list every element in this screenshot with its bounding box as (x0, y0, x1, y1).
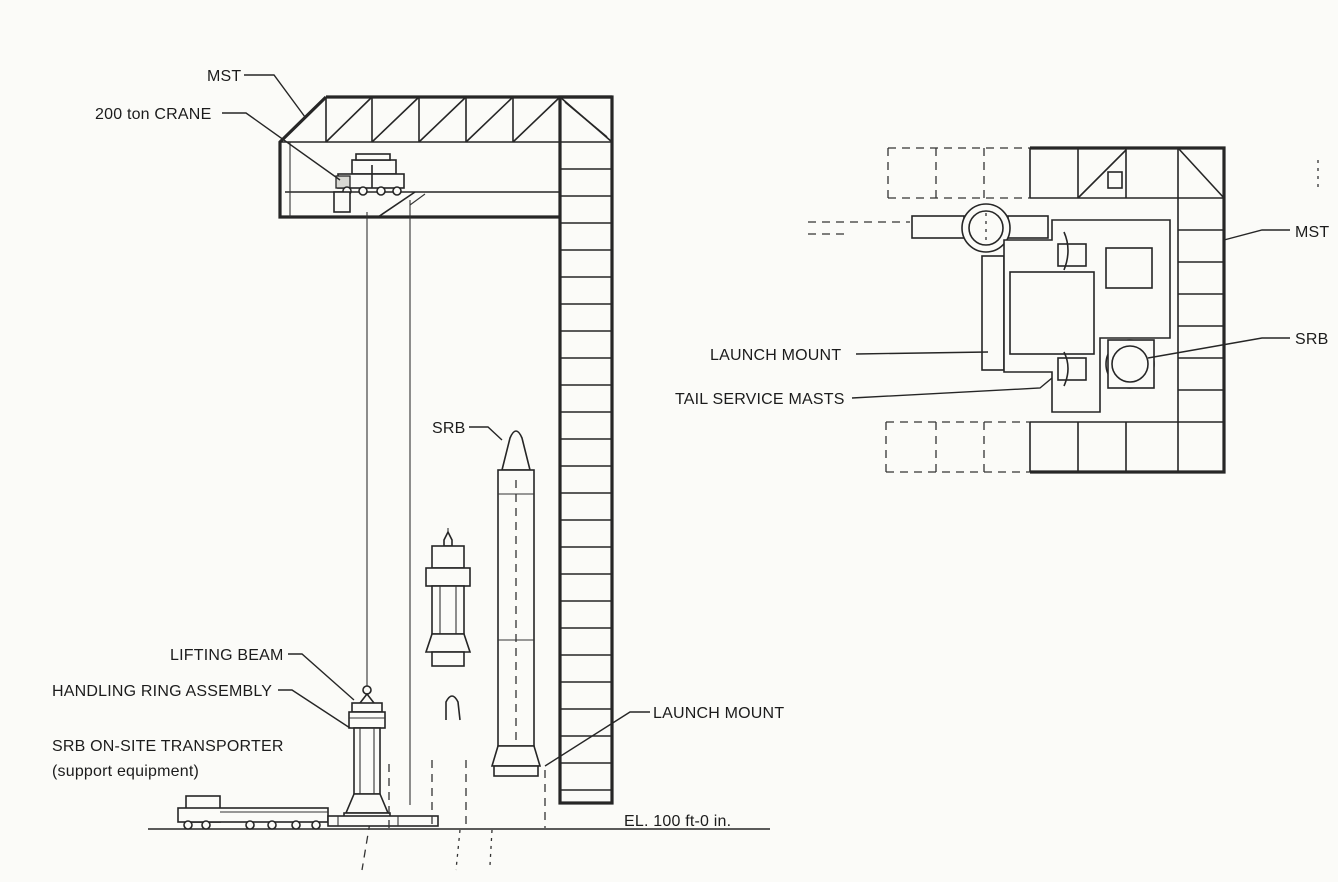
plan-leaders (851, 229, 1290, 399)
mst-tower-cells (560, 141, 612, 791)
label-transporter-note: (support equipment) (52, 763, 199, 780)
label-handling-ring: HANDLING RING ASSEMBLY (52, 683, 272, 700)
mst-plan-frame (1029, 146, 1226, 474)
mst-tower (558, 95, 614, 805)
label-crane: 200 ton CRANE (95, 106, 211, 123)
label-mst-elevation: MST (207, 68, 241, 85)
label-elevation-reference: EL. 100 ft-0 in. (624, 813, 731, 830)
srb-full (388, 430, 546, 866)
label-srb-elevation: SRB (432, 420, 466, 437)
elevation-leaders (222, 74, 650, 767)
label-launch-mount-plan: LAUNCH MOUNT (710, 347, 841, 364)
label-transporter: SRB ON-SITE TRANSPORTER (52, 738, 284, 755)
crane-trolley (333, 153, 405, 213)
plan-dashed-extensions (808, 147, 1319, 473)
plan-view: MST SRB LAUNCH MOUNT TAIL SERVICE MASTS (675, 146, 1329, 474)
mst-truss-diagonals (325, 96, 613, 143)
label-srb-plan: SRB (1295, 331, 1329, 348)
label-launch-mount-elevation: LAUNCH MOUNT (653, 705, 784, 722)
mst-truss (278, 95, 613, 219)
elevation-view: MST 200 ton CRANE SRB LIFTING BEAM HANDL… (52, 68, 784, 871)
label-lifting-beam: LIFTING BEAM (170, 647, 284, 664)
label-tail-service-masts: TAIL SERVICE MASTS (675, 391, 845, 408)
plan-srb-upper (911, 171, 1123, 253)
mst-plan-cells (1029, 147, 1225, 472)
label-mst-plan: MST (1295, 224, 1329, 241)
plan-launch-mount (981, 219, 1171, 413)
srb-transporter (177, 795, 439, 830)
srb-stack-middle (424, 528, 472, 871)
srb-segment-lifted (343, 685, 391, 871)
